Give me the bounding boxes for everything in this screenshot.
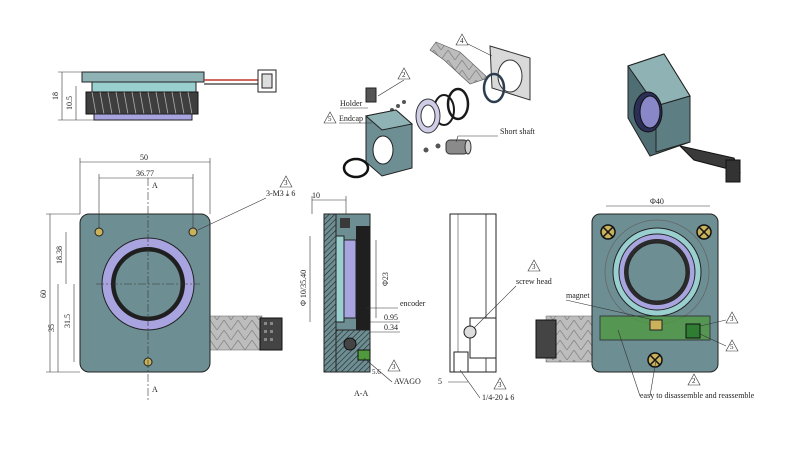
note-num-a: 3 xyxy=(730,315,734,323)
dim-50: 50 xyxy=(140,153,148,162)
screw-head-label: screw head xyxy=(516,277,552,286)
magnet-label: magnet xyxy=(566,291,590,300)
dim-23: Φ23 xyxy=(381,272,390,286)
endcap-label: Endcap xyxy=(339,114,363,123)
dim-bore: Φ 10/35.40 xyxy=(299,270,308,306)
iso-view xyxy=(627,53,741,183)
side-view: 3 screw head 5 3 1/4-20 ⤓ 6 xyxy=(438,213,552,402)
dim-40: Φ40 xyxy=(650,197,664,206)
dim-35: 35 xyxy=(47,324,56,332)
dim-10-5: 10.5 xyxy=(65,96,74,110)
top-side-view: 18 10.5 xyxy=(51,69,277,121)
dim-5-6: 5.6 xyxy=(372,368,381,376)
note-num-b: 5 xyxy=(730,343,734,351)
screw-note-num: 3 xyxy=(284,179,288,187)
dim-5: 5 xyxy=(438,377,442,386)
thread-label: 1/4-20 ⤓ 6 xyxy=(482,393,514,402)
dim-60: 60 xyxy=(39,290,48,298)
avago-num: 3 xyxy=(392,363,396,371)
reassemble-label: easy to disassemble and reassemble xyxy=(640,391,755,400)
section-mark-top: A xyxy=(152,181,158,190)
thread-num: 3 xyxy=(498,381,502,389)
screw-head-num: 3 xyxy=(532,263,536,271)
section-view: 10 Φ 10/35.40 Φ23 encoder 0.95 0.34 5.6 … xyxy=(299,191,426,398)
screw-note: 3-M3 ⤓ 6 xyxy=(266,189,295,198)
rear-view: Φ40 magnet 3 5 2 easy to disassemble and… xyxy=(535,197,755,400)
dim-36-77: 36.77 xyxy=(136,169,154,178)
dim-10: 10 xyxy=(312,191,320,200)
reassemble-num: 2 xyxy=(692,377,696,385)
endcap-num: 5 xyxy=(328,115,332,123)
holder-num: 2 xyxy=(402,71,406,79)
section-mark-bottom: A xyxy=(152,385,158,394)
dim-18: 18 xyxy=(51,92,60,100)
dim-0-34: 0.34 xyxy=(384,323,398,332)
encoder-label: encoder xyxy=(400,299,426,308)
dim-31-5: 31.5 xyxy=(63,314,72,328)
holder-label: Holder xyxy=(340,99,363,108)
dim-18-38: 18.38 xyxy=(55,246,64,264)
shaft-label: Short shaft xyxy=(500,127,536,136)
exploded-view: 2 Holder 5 Endcap Short shaft 4 xyxy=(323,33,536,179)
dim-0-95: 0.95 xyxy=(384,313,398,322)
front-view: 50 36.77 60 18.38 35 31.5 A A 3 3-M3 ⤓ 6 xyxy=(39,153,295,400)
section-caption: A-A xyxy=(354,389,368,398)
plate-num: 4 xyxy=(460,37,464,45)
avago-label: AVAGO xyxy=(394,377,421,386)
